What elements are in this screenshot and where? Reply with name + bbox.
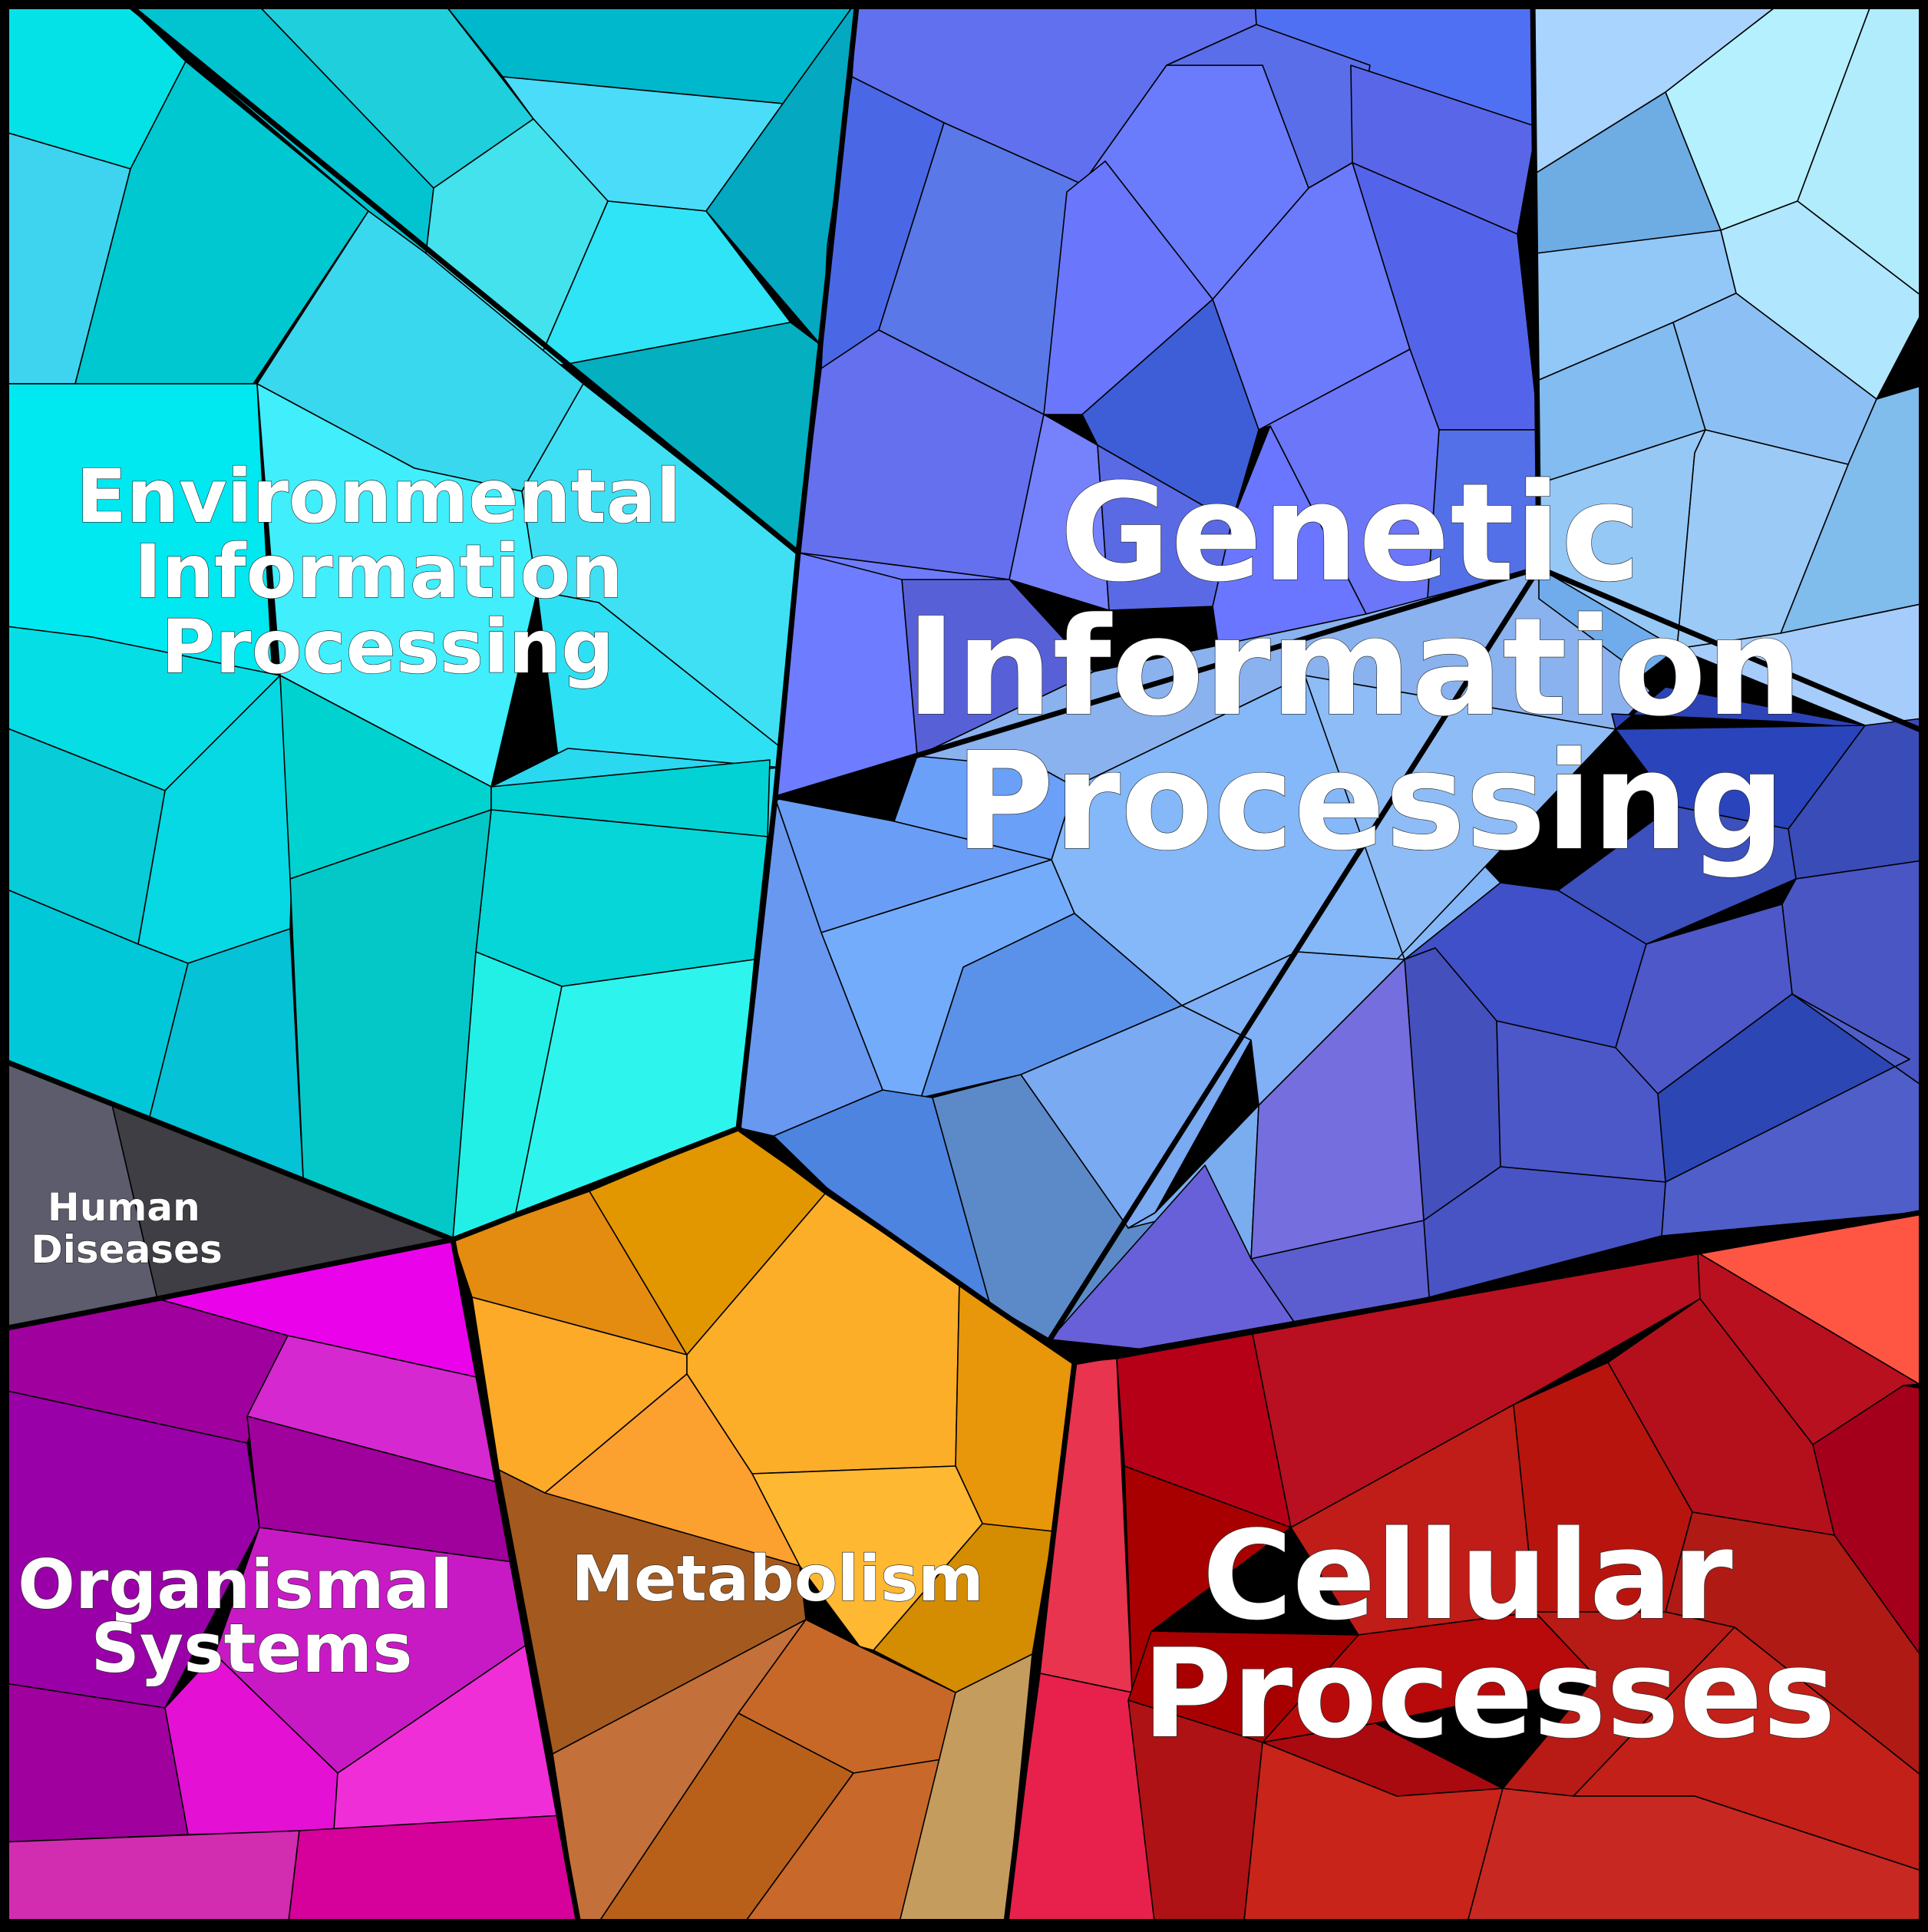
cell (1720, 200, 1928, 400)
label-line: Information (134, 529, 623, 615)
label-line: Systems (91, 1609, 413, 1688)
label-organismal: Organismal Systems (18, 1545, 477, 1688)
label-line: Human (48, 1185, 200, 1230)
region-cellular (1005, 1210, 1928, 1929)
cell (74, 61, 369, 385)
cell (1496, 1020, 1666, 1183)
label-line: Diseases (31, 1227, 223, 1272)
cell (1538, 567, 1678, 676)
cell (1812, 1385, 1928, 1666)
cell (0, 1830, 300, 1929)
label-human-diseases: Human Diseases (31, 1185, 223, 1272)
region-metabolism (452, 1128, 1075, 1929)
label-line: Organismal (18, 1545, 453, 1624)
region-environmental (0, 0, 858, 1240)
label-line: Cellular (1203, 1504, 1733, 1647)
label-genetic: Genetic Information Processing (906, 454, 1849, 880)
label-cellular: Cellular Processes (1142, 1504, 1836, 1765)
label-line: Processing (161, 604, 614, 690)
label-line: Processing (955, 723, 1785, 880)
cell (705, 0, 858, 346)
label-line: Environmental (76, 454, 681, 540)
cell (1611, 686, 1928, 734)
cell (475, 809, 768, 987)
region-genetic-sub (1532, 0, 1928, 734)
label-line: Information (906, 589, 1802, 746)
cell (1557, 805, 1797, 945)
cell (1043, 160, 1213, 415)
label-line: Metabolism (571, 1543, 983, 1616)
cell (893, 755, 1075, 860)
label-metabolism: Metabolism (571, 1543, 983, 1616)
label-environmental: Environmental Information Processing (76, 454, 707, 690)
label-line: Genetic (1060, 454, 1641, 612)
cell (287, 1815, 580, 1929)
region-organismal (0, 1239, 580, 1929)
region-genetic-dark (1049, 686, 1928, 1352)
cell (0, 1389, 260, 1709)
cell (498, 1469, 807, 1755)
cell (1262, 1611, 1597, 1743)
label-line: Processes (1142, 1622, 1836, 1765)
cell (1081, 299, 1259, 523)
cell (0, 1682, 189, 1843)
